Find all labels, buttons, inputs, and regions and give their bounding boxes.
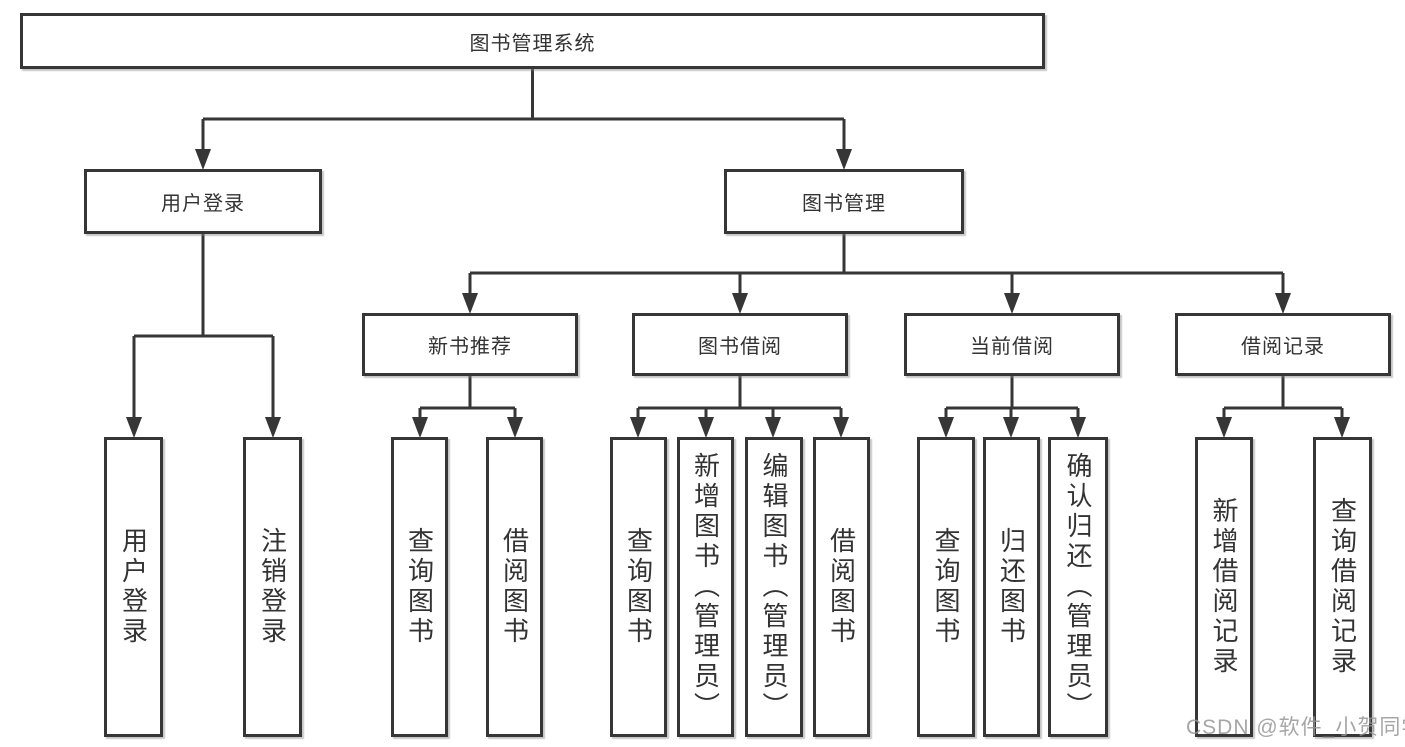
leaf-query-borrow-record: 查询借阅记录 [1313, 437, 1372, 737]
leaf-add-books-admin-label: 新增图书（管理员） [690, 452, 721, 722]
node-current-borrow: 当前借阅 [904, 313, 1120, 376]
node-root-library-system: 图书管理系统 [20, 13, 1045, 69]
leaf-add-borrow-record-label: 新增借阅记录 [1209, 497, 1239, 677]
csdn-watermark: CSDN @软件_小贺同学 [1186, 716, 1405, 739]
leaf-edit-books-admin: 编辑图书（管理员） [745, 437, 803, 737]
leaf-add-borrow-record: 新增借阅记录 [1195, 437, 1253, 737]
leaf-query-books-recommend: 查询图书 [391, 437, 448, 737]
node-borrow-records: 借阅记录 [1175, 313, 1391, 376]
node-borrow-records-label: 借阅记录 [1241, 336, 1325, 358]
connector-book-management-children [462, 234, 1291, 314]
leaf-borrow-books: 借阅图书 [813, 437, 870, 737]
node-new-book-recommend-label: 新书推荐 [428, 336, 512, 358]
node-current-borrow-label: 当前借阅 [970, 336, 1054, 358]
node-book-management: 图书管理 [724, 169, 964, 234]
leaf-query-books-borrow: 查询图书 [610, 437, 667, 737]
leaf-query-borrow-record-label: 查询借阅记录 [1327, 497, 1358, 677]
leaf-confirm-return-admin-label: 确认归还（管理员） [1063, 452, 1093, 722]
leaf-borrow-books-recommend: 借阅图书 [486, 437, 543, 737]
leaf-query-books-current-label: 查询图书 [931, 527, 961, 647]
node-user-login-label: 用户登录 [161, 193, 245, 215]
connector-book-borrow-children [630, 376, 849, 438]
node-book-management-label: 图书管理 [802, 193, 886, 215]
leaf-return-books-label: 归还图书 [996, 527, 1027, 647]
connector-user-login-children [126, 234, 281, 438]
node-root-label: 图书管理系统 [469, 32, 596, 55]
leaf-return-books: 归还图书 [983, 437, 1040, 737]
leaf-query-books-current: 查询图书 [917, 437, 975, 737]
leaf-confirm-return-admin: 确认归还（管理员） [1048, 437, 1108, 737]
leaf-query-books-recommend-label: 查询图书 [404, 527, 435, 647]
node-book-borrow: 图书借阅 [632, 313, 848, 376]
leaf-user-login: 用户登录 [104, 437, 163, 737]
leaf-logout: 注销登录 [243, 437, 302, 737]
node-new-book-recommend: 新书推荐 [362, 313, 578, 376]
leaf-user-login-label: 用户登录 [118, 527, 149, 647]
node-book-borrow-label: 图书借阅 [698, 336, 782, 358]
leaf-logout-label: 注销登录 [257, 527, 288, 647]
leaf-borrow-books-label: 借阅图书 [826, 527, 857, 647]
leaf-borrow-books-recommend-label: 借阅图书 [499, 527, 530, 647]
connector-new-book-children [412, 376, 523, 438]
connector-current-borrow-children [938, 376, 1086, 438]
leaf-query-books-borrow-label: 查询图书 [623, 527, 654, 647]
connector-borrow-records-children [1216, 376, 1350, 438]
node-user-login: 用户登录 [84, 169, 322, 234]
leaf-add-books-admin: 新增图书（管理员） [677, 437, 734, 737]
leaf-edit-books-admin-label: 编辑图书（管理员） [759, 452, 789, 722]
connector-root-to-level2 [195, 69, 852, 170]
